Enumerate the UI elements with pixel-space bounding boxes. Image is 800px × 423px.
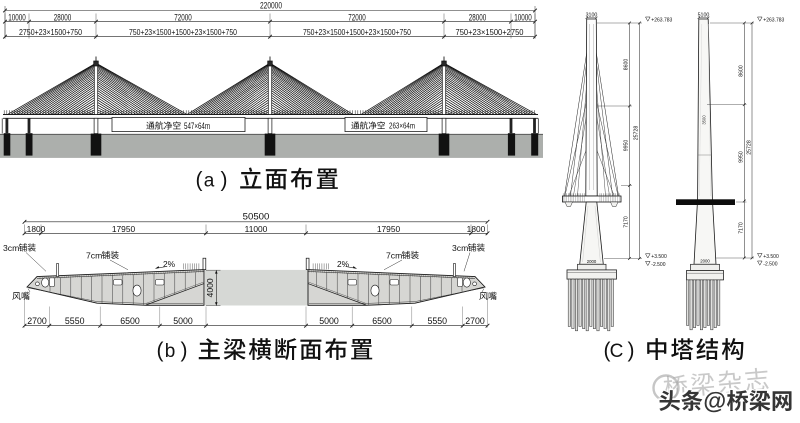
svg-text:5550: 5550 <box>428 316 448 326</box>
svg-text:28000: 28000 <box>469 13 487 23</box>
svg-text:263×64m: 263×64m <box>389 121 415 131</box>
svg-text:5550: 5550 <box>65 316 85 326</box>
svg-text:(: ( <box>196 169 203 192</box>
svg-text:-2.500: -2.500 <box>763 261 777 267</box>
svg-text:72000: 72000 <box>348 13 366 23</box>
svg-text:3cm: 3cm <box>452 243 468 253</box>
svg-text:2700: 2700 <box>465 316 485 326</box>
svg-text:2%: 2% <box>163 259 176 269</box>
svg-text:50500: 50500 <box>243 212 270 223</box>
svg-text:25728: 25728 <box>634 126 640 141</box>
svg-text:220000: 220000 <box>260 0 282 10</box>
svg-text:(: ( <box>157 339 164 362</box>
svg-text:9950: 9950 <box>738 151 744 163</box>
svg-text:3cm: 3cm <box>3 243 19 253</box>
svg-text:6500: 6500 <box>372 316 392 326</box>
svg-text:6500: 6500 <box>120 316 140 326</box>
svg-text:5000: 5000 <box>173 316 193 326</box>
svg-text:4000: 4000 <box>205 278 215 297</box>
svg-text:7170: 7170 <box>624 216 630 228</box>
svg-text:a: a <box>204 171 215 192</box>
svg-text:750+23×1500+2750: 750+23×1500+2750 <box>456 28 525 37</box>
svg-text:1800: 1800 <box>27 224 46 234</box>
svg-text:+3.500: +3.500 <box>763 254 779 260</box>
svg-text:): ) <box>221 169 228 192</box>
svg-text:10000: 10000 <box>514 13 532 23</box>
svg-text:750+23×1500+1500+23×1500+750: 750+23×1500+1500+23×1500+750 <box>303 28 412 37</box>
svg-text:8600: 8600 <box>624 59 630 71</box>
svg-text:2000: 2000 <box>587 259 597 264</box>
svg-text:2750+23×1500+750: 2750+23×1500+750 <box>19 28 83 37</box>
svg-text:): ) <box>181 339 188 362</box>
svg-text:): ) <box>628 339 635 362</box>
svg-text:9950: 9950 <box>624 140 630 152</box>
svg-text:10000: 10000 <box>8 13 26 23</box>
svg-text:b: b <box>165 341 176 362</box>
svg-text:-2.500: -2.500 <box>651 262 665 268</box>
svg-text:750+23×1500+1500+23×1500+750: 750+23×1500+1500+23×1500+750 <box>129 28 238 37</box>
svg-text:11000: 11000 <box>245 224 268 234</box>
svg-text:(: ( <box>604 339 611 362</box>
svg-text:2000: 2000 <box>700 259 710 264</box>
svg-text:7170: 7170 <box>738 222 744 234</box>
svg-text:7cm: 7cm <box>86 250 102 260</box>
svg-text:C: C <box>610 341 624 362</box>
svg-text:3500: 3500 <box>702 115 707 125</box>
svg-text:5000: 5000 <box>319 316 339 326</box>
svg-text:17950: 17950 <box>112 224 136 234</box>
svg-text:8600: 8600 <box>738 65 744 77</box>
svg-text:2%: 2% <box>337 259 350 269</box>
svg-text:547×64m: 547×64m <box>184 121 210 131</box>
svg-text:25728: 25728 <box>746 140 752 155</box>
svg-text:17950: 17950 <box>377 224 401 234</box>
svg-text:+3.500: +3.500 <box>651 254 667 260</box>
svg-text:7cm: 7cm <box>386 250 402 260</box>
svg-text:2700: 2700 <box>27 316 47 326</box>
svg-text:+263.783: +263.783 <box>763 17 784 23</box>
svg-text:28000: 28000 <box>54 13 72 23</box>
svg-text:72000: 72000 <box>174 13 192 23</box>
svg-text:+263.783: +263.783 <box>651 17 672 23</box>
svg-text:1800: 1800 <box>467 224 486 234</box>
svg-text:5100: 5100 <box>698 13 710 19</box>
svg-text:3100: 3100 <box>586 13 598 19</box>
